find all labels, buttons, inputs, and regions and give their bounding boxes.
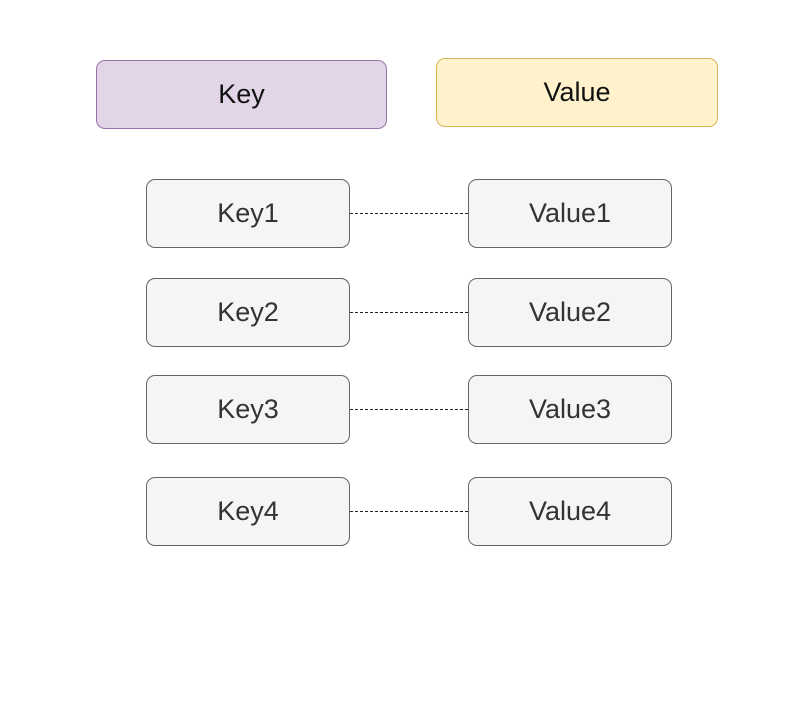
key-label-4: Key4 (217, 496, 279, 526)
value-label-3: Value3 (528, 394, 612, 424)
connector-1 (350, 213, 468, 214)
connector-3 (350, 409, 468, 410)
value-box-1: Value1 (468, 179, 672, 248)
key-label-2: Key2 (217, 297, 279, 327)
key-box-4: Key4 (146, 477, 350, 546)
key-header-label: Key (218, 79, 265, 109)
value-label-2: Value2 (528, 297, 612, 327)
key-label-3: Key3 (217, 394, 279, 424)
connector-2 (350, 312, 468, 313)
value-header-label: Value (543, 77, 611, 107)
value-label-4: Value4 (528, 496, 612, 526)
key-box-1: Key1 (146, 179, 350, 248)
key-box-3: Key3 (146, 375, 350, 444)
key-header: Key (96, 60, 387, 129)
key-label-1: Key1 (217, 198, 279, 228)
value-label-1: Value1 (528, 198, 612, 228)
connector-4 (350, 511, 468, 512)
value-box-2: Value2 (468, 278, 672, 347)
key-box-2: Key2 (146, 278, 350, 347)
value-box-4: Value4 (468, 477, 672, 546)
value-box-3: Value3 (468, 375, 672, 444)
value-header: Value (436, 58, 718, 127)
